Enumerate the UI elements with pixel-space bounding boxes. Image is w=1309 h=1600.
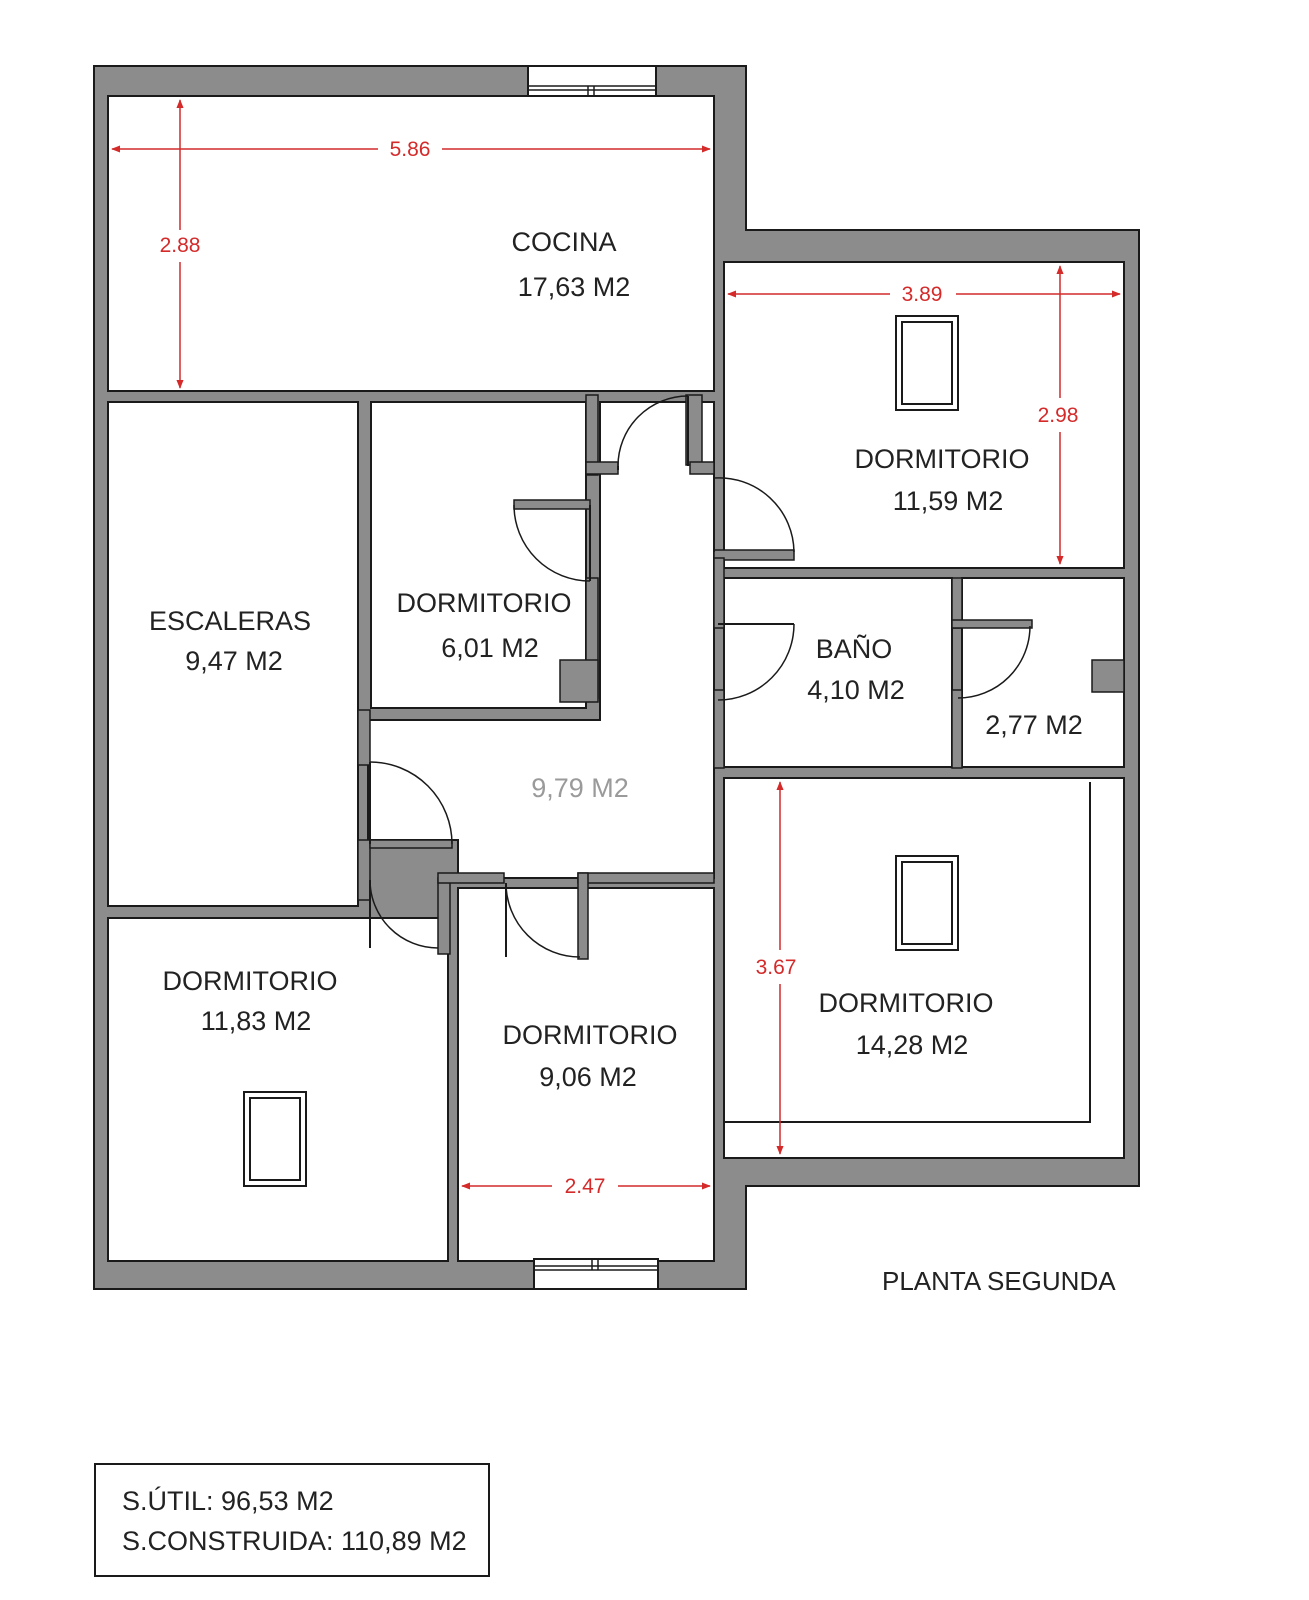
dimension-lines <box>111 99 1121 1190</box>
room-area-escaleras: 9,47 M2 <box>185 646 283 676</box>
room-name-dormitorio-mid: DORMITORIO <box>397 588 572 618</box>
door-arc-bano <box>717 623 795 701</box>
room-name-cocina: COCINA <box>511 227 616 257</box>
door-arc-aseo <box>957 625 1031 699</box>
window-north <box>527 65 657 97</box>
surface-summary-box: S.ÚTIL: 96,53 M2 S.CONSTRUIDA: 110,89 M2 <box>94 1463 490 1577</box>
room-name-dormitorio-se: DORMITORIO <box>819 988 994 1018</box>
floor-dormitorio-se <box>723 777 1125 1159</box>
se-bedroom-ledge <box>724 782 1091 1123</box>
room-name-escaleras: ESCALERAS <box>149 606 311 636</box>
surface-util: S.ÚTIL: 96,53 M2 <box>122 1486 334 1516</box>
room-area-aseo: 2,77 M2 <box>985 710 1083 740</box>
room-name-bano: BAÑO <box>816 633 893 664</box>
door-arc-dormitorio-s <box>505 882 581 958</box>
floor-cocina <box>107 95 715 392</box>
dim-dorm-se-depth: 3.67 <box>756 956 797 979</box>
dim-dorm-s-width: 2.47 <box>565 1175 606 1198</box>
room-area-dormitorio-ne: 11,59 M2 <box>893 486 1004 516</box>
room-name-dormitorio-sw: DORMITORIO <box>163 966 338 996</box>
dim-dorm-ne-width: 3.89 <box>902 283 943 306</box>
dim-cocina-width: 5.86 <box>390 138 431 161</box>
plan-title: PLANTA SEGUNDA <box>882 1266 1116 1296</box>
room-area-pasillo: 9,79 M2 <box>531 773 629 803</box>
dim-dorm-ne-depth: 2.98 <box>1038 404 1079 427</box>
door-arc-dormitorio-ne <box>713 477 795 553</box>
door-arc-cocina <box>617 395 689 467</box>
floor-dormitorio-mid <box>370 401 587 709</box>
door-arc-escaleras <box>369 761 453 845</box>
window-south <box>533 1258 659 1290</box>
dim-cocina-depth: 2.88 <box>160 234 201 257</box>
room-area-dormitorio-s: 9,06 M2 <box>539 1062 637 1092</box>
floor-escaleras <box>107 401 359 907</box>
room-area-cocina: 17,63 M2 <box>518 272 631 302</box>
floor-dormitorio-ne <box>723 261 1125 569</box>
floor-bano <box>723 577 953 768</box>
surface-construida: S.CONSTRUIDA: 110,89 M2 <box>122 1526 467 1556</box>
room-floors <box>107 95 1125 1262</box>
room-area-dormitorio-sw: 11,83 M2 <box>201 1006 312 1036</box>
door-arc-dormitorio-sw <box>369 879 439 949</box>
doors <box>369 395 1031 958</box>
wall-jambs <box>357 394 1125 960</box>
floor-dormitorio-sw <box>107 917 449 1262</box>
room-area-dormitorio-se: 14,28 M2 <box>856 1030 969 1060</box>
skylights <box>243 315 959 1187</box>
door-arc-dormitorio-mid <box>513 504 591 582</box>
room-name-dormitorio-ne: DORMITORIO <box>855 444 1030 474</box>
room-area-dormitorio-mid: 6,01 M2 <box>441 633 539 663</box>
room-area-bano: 4,10 M2 <box>807 675 905 705</box>
room-name-dormitorio-s: DORMITORIO <box>503 1020 678 1050</box>
